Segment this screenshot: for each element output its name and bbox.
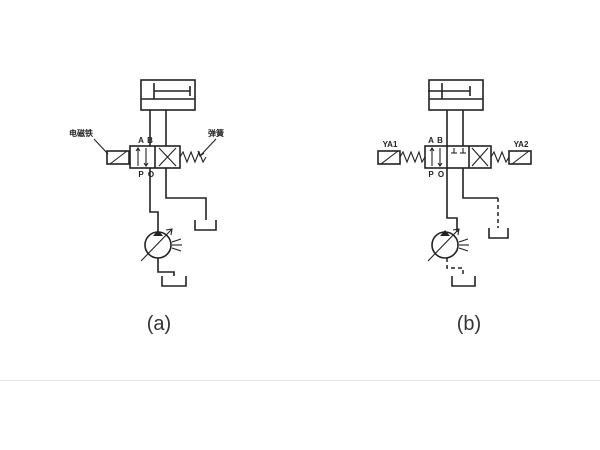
spring-right-b <box>490 150 510 164</box>
pump-a <box>140 228 182 262</box>
port-a-label-b: A <box>428 136 434 145</box>
solenoid-label-a: 电磁铁 <box>69 128 93 138</box>
port-a-label-a: A <box>138 136 144 145</box>
diagram-a: 电磁铁 弹簧 A B P O (a) <box>69 79 224 335</box>
spring-label-a: 弹簧 <box>208 128 224 138</box>
return-line-a <box>165 168 217 231</box>
suction-line-a <box>157 258 187 287</box>
pump-b <box>427 228 469 262</box>
port-b-label-b: B <box>437 136 443 145</box>
directional-valve-a <box>106 145 207 169</box>
pressure-line-a <box>149 168 159 232</box>
solenoid-leader-a <box>93 138 109 155</box>
cylinder-b <box>428 79 484 111</box>
caption-b: (b) <box>457 313 481 335</box>
port-p-label-a: P <box>138 170 144 179</box>
hydraulic-circuit-figure: 电磁铁 弹簧 A B P O (a) <box>69 79 532 335</box>
ya2-label: YA2 <box>514 140 529 149</box>
port-o-label-a: O <box>148 170 154 179</box>
cylinder-a <box>140 79 196 111</box>
port-o-label-b: O <box>438 170 444 179</box>
suction-line-b <box>446 258 476 287</box>
return-line-b <box>462 168 509 239</box>
spring-left-b <box>399 150 426 164</box>
cylinder-lines-b <box>446 110 464 146</box>
spring-a <box>179 150 207 164</box>
pressure-line-b <box>446 168 458 232</box>
divider <box>0 380 600 381</box>
cylinder-lines-a <box>149 110 167 146</box>
port-p-label-b: P <box>428 170 434 179</box>
port-b-label-a: B <box>147 136 153 145</box>
caption-a: (a) <box>147 313 171 335</box>
directional-valve-b <box>377 145 532 169</box>
spring-leader-a <box>199 138 217 157</box>
ya1-label: YA1 <box>383 140 398 149</box>
diagram-b: YA1 YA2 A B P O (b) <box>377 79 532 335</box>
